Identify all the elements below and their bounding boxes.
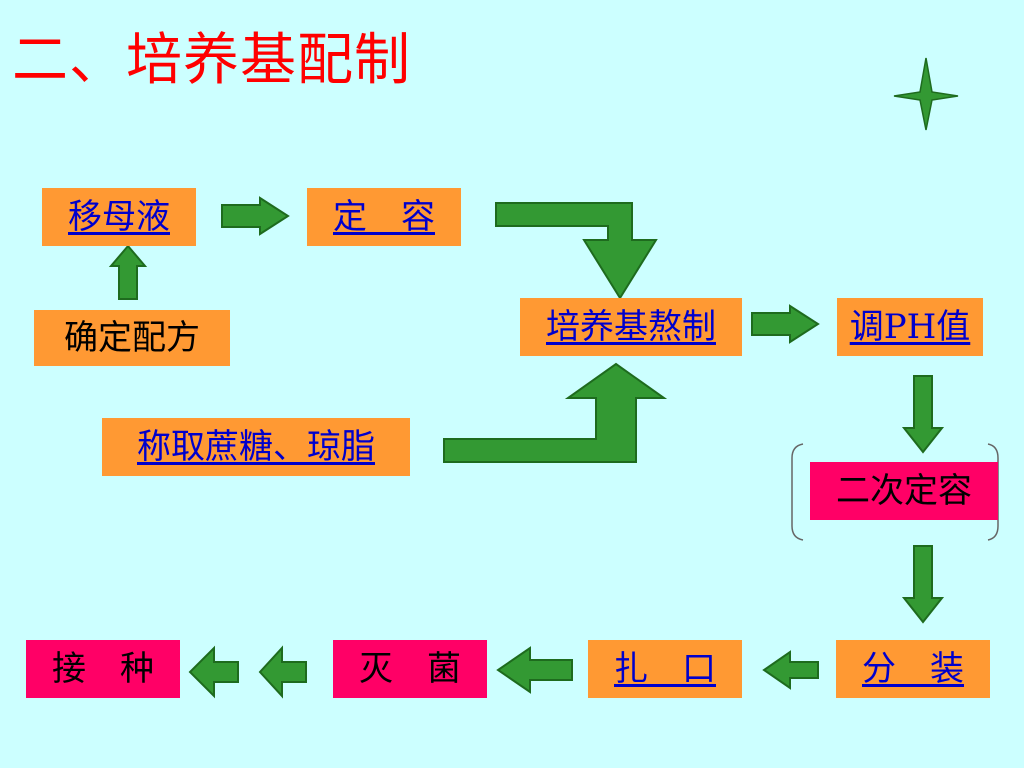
step-chengqu-link[interactable]: 称取蔗糖、琼脂 bbox=[137, 427, 375, 467]
step-quedingpeifang: 确定配方 bbox=[34, 310, 230, 366]
step-aozhi-link[interactable]: 培养基熬制 bbox=[546, 307, 716, 347]
step-ercidingrong-label: 二次定容 bbox=[836, 471, 972, 511]
step-tiaoph[interactable]: 调PH值 bbox=[837, 298, 983, 356]
arrow-fenzhuang-to-zakou bbox=[762, 650, 819, 690]
step-zakou-link[interactable]: 扎 口 bbox=[614, 649, 716, 689]
step-jiezhong: 接 种 bbox=[26, 640, 180, 698]
arrow-peifang-to-yimuye bbox=[108, 244, 148, 300]
step-miejun: 灭 菌 bbox=[333, 640, 487, 698]
step-yimuye-link[interactable]: 移母液 bbox=[68, 197, 170, 237]
arrow-miejun-to-jiezhong-2 bbox=[188, 645, 239, 699]
arrow-aozhi-to-tiaoph bbox=[751, 304, 820, 344]
arrow-chengqu-to-aozhi bbox=[443, 362, 668, 463]
step-aozhi[interactable]: 培养基熬制 bbox=[520, 298, 742, 356]
page-title: 二、培养基配制 bbox=[12, 28, 411, 93]
step-yimuye[interactable]: 移母液 bbox=[42, 188, 196, 246]
arrow-dingrong-to-aozhi bbox=[495, 202, 658, 300]
step-dingrong-link[interactable]: 定 容 bbox=[333, 197, 435, 237]
arrow-zakou-to-miejun bbox=[496, 646, 573, 694]
step-miejun-label: 灭 菌 bbox=[359, 649, 461, 689]
four-point-star-icon bbox=[893, 57, 959, 131]
step-tiaoph-link[interactable]: 调PH值 bbox=[849, 307, 971, 347]
step-quedingpeifang-label: 确定配方 bbox=[64, 318, 200, 358]
bracket-icon bbox=[791, 443, 804, 541]
arrow-yimuye-to-dingrong bbox=[221, 196, 290, 236]
step-fenzhuang[interactable]: 分 装 bbox=[836, 640, 990, 698]
step-dingrong[interactable]: 定 容 bbox=[307, 188, 461, 246]
step-zakou[interactable]: 扎 口 bbox=[588, 640, 742, 698]
step-fenzhuang-link[interactable]: 分 装 bbox=[862, 649, 964, 689]
arrow-ercidingrong-to-fenzhuang bbox=[901, 545, 945, 624]
step-ercidingrong: 二次定容 bbox=[810, 462, 998, 520]
step-chengqu[interactable]: 称取蔗糖、琼脂 bbox=[102, 418, 410, 476]
arrow-tiaoph-to-ercidingrong bbox=[901, 375, 945, 454]
arrow-miejun-to-jiezhong-1 bbox=[258, 645, 307, 699]
step-jiezhong-label: 接 种 bbox=[52, 649, 154, 689]
bracket-icon bbox=[987, 443, 999, 541]
